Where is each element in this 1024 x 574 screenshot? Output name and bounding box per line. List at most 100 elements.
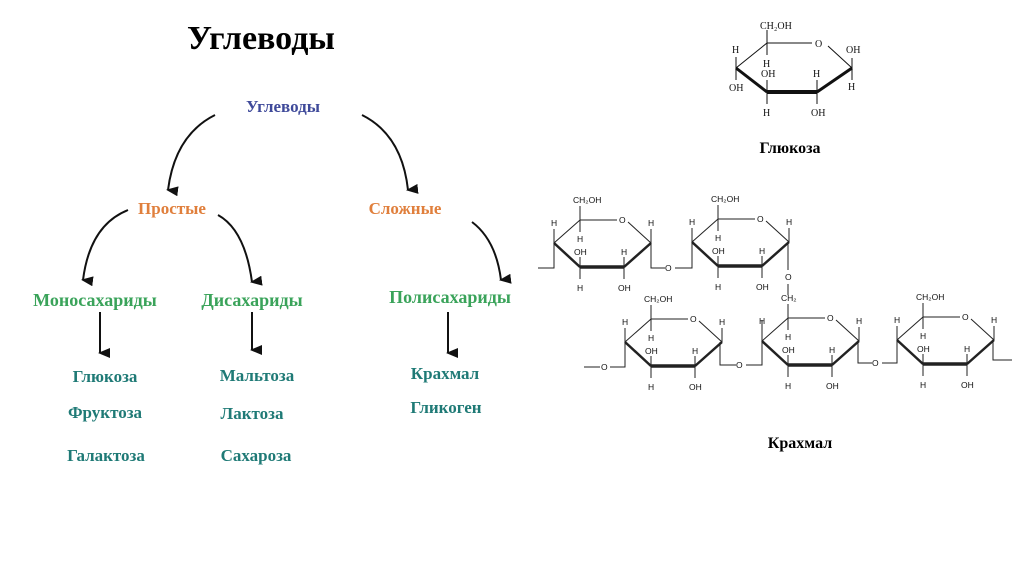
oh-label: OH (826, 381, 839, 391)
h-label: H (715, 282, 721, 292)
h-label: H (786, 217, 792, 227)
h-label: H (648, 333, 654, 343)
glucose-c2-h: H (813, 69, 820, 80)
item-glucose: Глюкоза (72, 367, 138, 386)
oh-label: OH (574, 247, 587, 257)
h-label: H (648, 382, 654, 392)
ring-bond (970, 318, 995, 341)
starch-caption: Крахмал (767, 435, 833, 452)
oh-label: OH (961, 380, 974, 390)
ring-bond (896, 316, 960, 341)
h-label: H (648, 218, 654, 228)
node-complex: Сложные (368, 199, 442, 218)
glycosidic-bond (882, 340, 898, 364)
h-label: H (991, 315, 997, 325)
h-label: H (621, 247, 627, 257)
oh-label: OH (782, 345, 795, 355)
h-label: H (551, 218, 557, 228)
ring-oxygen-label: O (827, 313, 834, 323)
ring-bond-bold (623, 242, 652, 268)
ring-bond-bold (761, 241, 790, 267)
glucose-c1-oh: OH (846, 45, 860, 56)
glucose-c3-oh: OH (761, 69, 775, 80)
ch2oh-label: CH₂OH (644, 294, 672, 304)
glucose-c2-oh: OH (811, 108, 825, 119)
oh-label: OH (618, 283, 631, 293)
oh-label: OH (712, 246, 725, 256)
node-simple: Простые (138, 199, 206, 218)
glycosidic-oxygen-label: O (736, 360, 743, 370)
ring-bond (624, 318, 688, 343)
item-starch: Крахмал (410, 364, 480, 383)
h-label: H (715, 233, 721, 243)
arrow-simple-to-mono (81, 209, 129, 287)
h-label: H (577, 234, 583, 244)
ring-oxygen-label: O (757, 214, 764, 224)
arrow-root-to-complex (361, 114, 419, 194)
ring-bond-bold (691, 241, 719, 267)
h-label: H (785, 381, 791, 391)
h-label: H (719, 317, 725, 327)
ch2oh-label: CH₂OH (711, 194, 739, 204)
ring-bond-bold (966, 339, 995, 365)
ch2oh-label: CH₂ (781, 293, 797, 303)
ring-bond-bold (831, 340, 860, 366)
node-polysaccharides: Полисахариды (389, 287, 511, 307)
glycosidic-oxygen-label: O (785, 272, 792, 282)
glucose-c4-oh: OH (729, 83, 743, 94)
h-label: H (856, 316, 862, 326)
ring-bond (698, 320, 723, 343)
oh-label: OH (645, 346, 658, 356)
arrow-complex-to-poly (471, 221, 512, 284)
ring-oxygen-label: O (619, 215, 626, 225)
node-disaccharides: Дисахариды (201, 290, 303, 310)
glycosidic-oxygen-label: O (665, 263, 672, 273)
glycosidic-bond (857, 341, 872, 364)
ring-oxygen-label: O (962, 312, 969, 322)
h-label: H (689, 217, 695, 227)
glycosidic-bond (650, 243, 665, 269)
glucose-ring-o: O (815, 39, 822, 50)
oh-label: OH (917, 344, 930, 354)
h-label: H (920, 380, 926, 390)
glucose-c4-h: H (732, 45, 739, 56)
h-label: H (894, 315, 900, 325)
glucose-c3-h: H (763, 108, 770, 119)
ring-bond (765, 220, 790, 243)
ring-bond-bold (694, 341, 723, 367)
item-glycogen: Гликоген (410, 398, 482, 417)
ring-bond (761, 317, 825, 342)
glycosidic-bond (675, 242, 693, 269)
node-monosaccharides: Моносахариды (33, 290, 157, 310)
item-lactose: Лактоза (220, 404, 284, 423)
oh-label: OH (689, 382, 702, 392)
ring-bond (835, 319, 860, 342)
chain-end-bond (538, 243, 555, 269)
ring-bond-bold (761, 340, 789, 366)
ring-bond (553, 219, 617, 244)
oh-label: OH (756, 282, 769, 292)
glucose-c5-h: H (763, 59, 770, 70)
h-label: H (759, 316, 765, 326)
glucose-c1-h: H (848, 82, 855, 93)
arrow-root-to-simple (166, 114, 216, 197)
h-label: H (829, 345, 835, 355)
ring-bond-bold (624, 341, 652, 367)
glycosidic-bond (610, 342, 626, 368)
h-label: H (759, 246, 765, 256)
item-maltose: Мальтоза (219, 366, 295, 385)
h-label: H (577, 283, 583, 293)
glycosidic-oxygen-label: O (601, 362, 608, 372)
ring-bond (627, 221, 652, 244)
glucose-caption: Глюкоза (759, 140, 821, 157)
arrow-simple-to-di (217, 214, 263, 286)
h-label: H (964, 344, 970, 354)
ring-bond (691, 218, 755, 243)
ch2oh-label: CH₂OH (916, 292, 944, 302)
glycosidic-bond (746, 320, 763, 366)
glucose-ch2oh: CH₂OH (760, 21, 792, 32)
item-sucrose: Сахароза (220, 446, 292, 465)
